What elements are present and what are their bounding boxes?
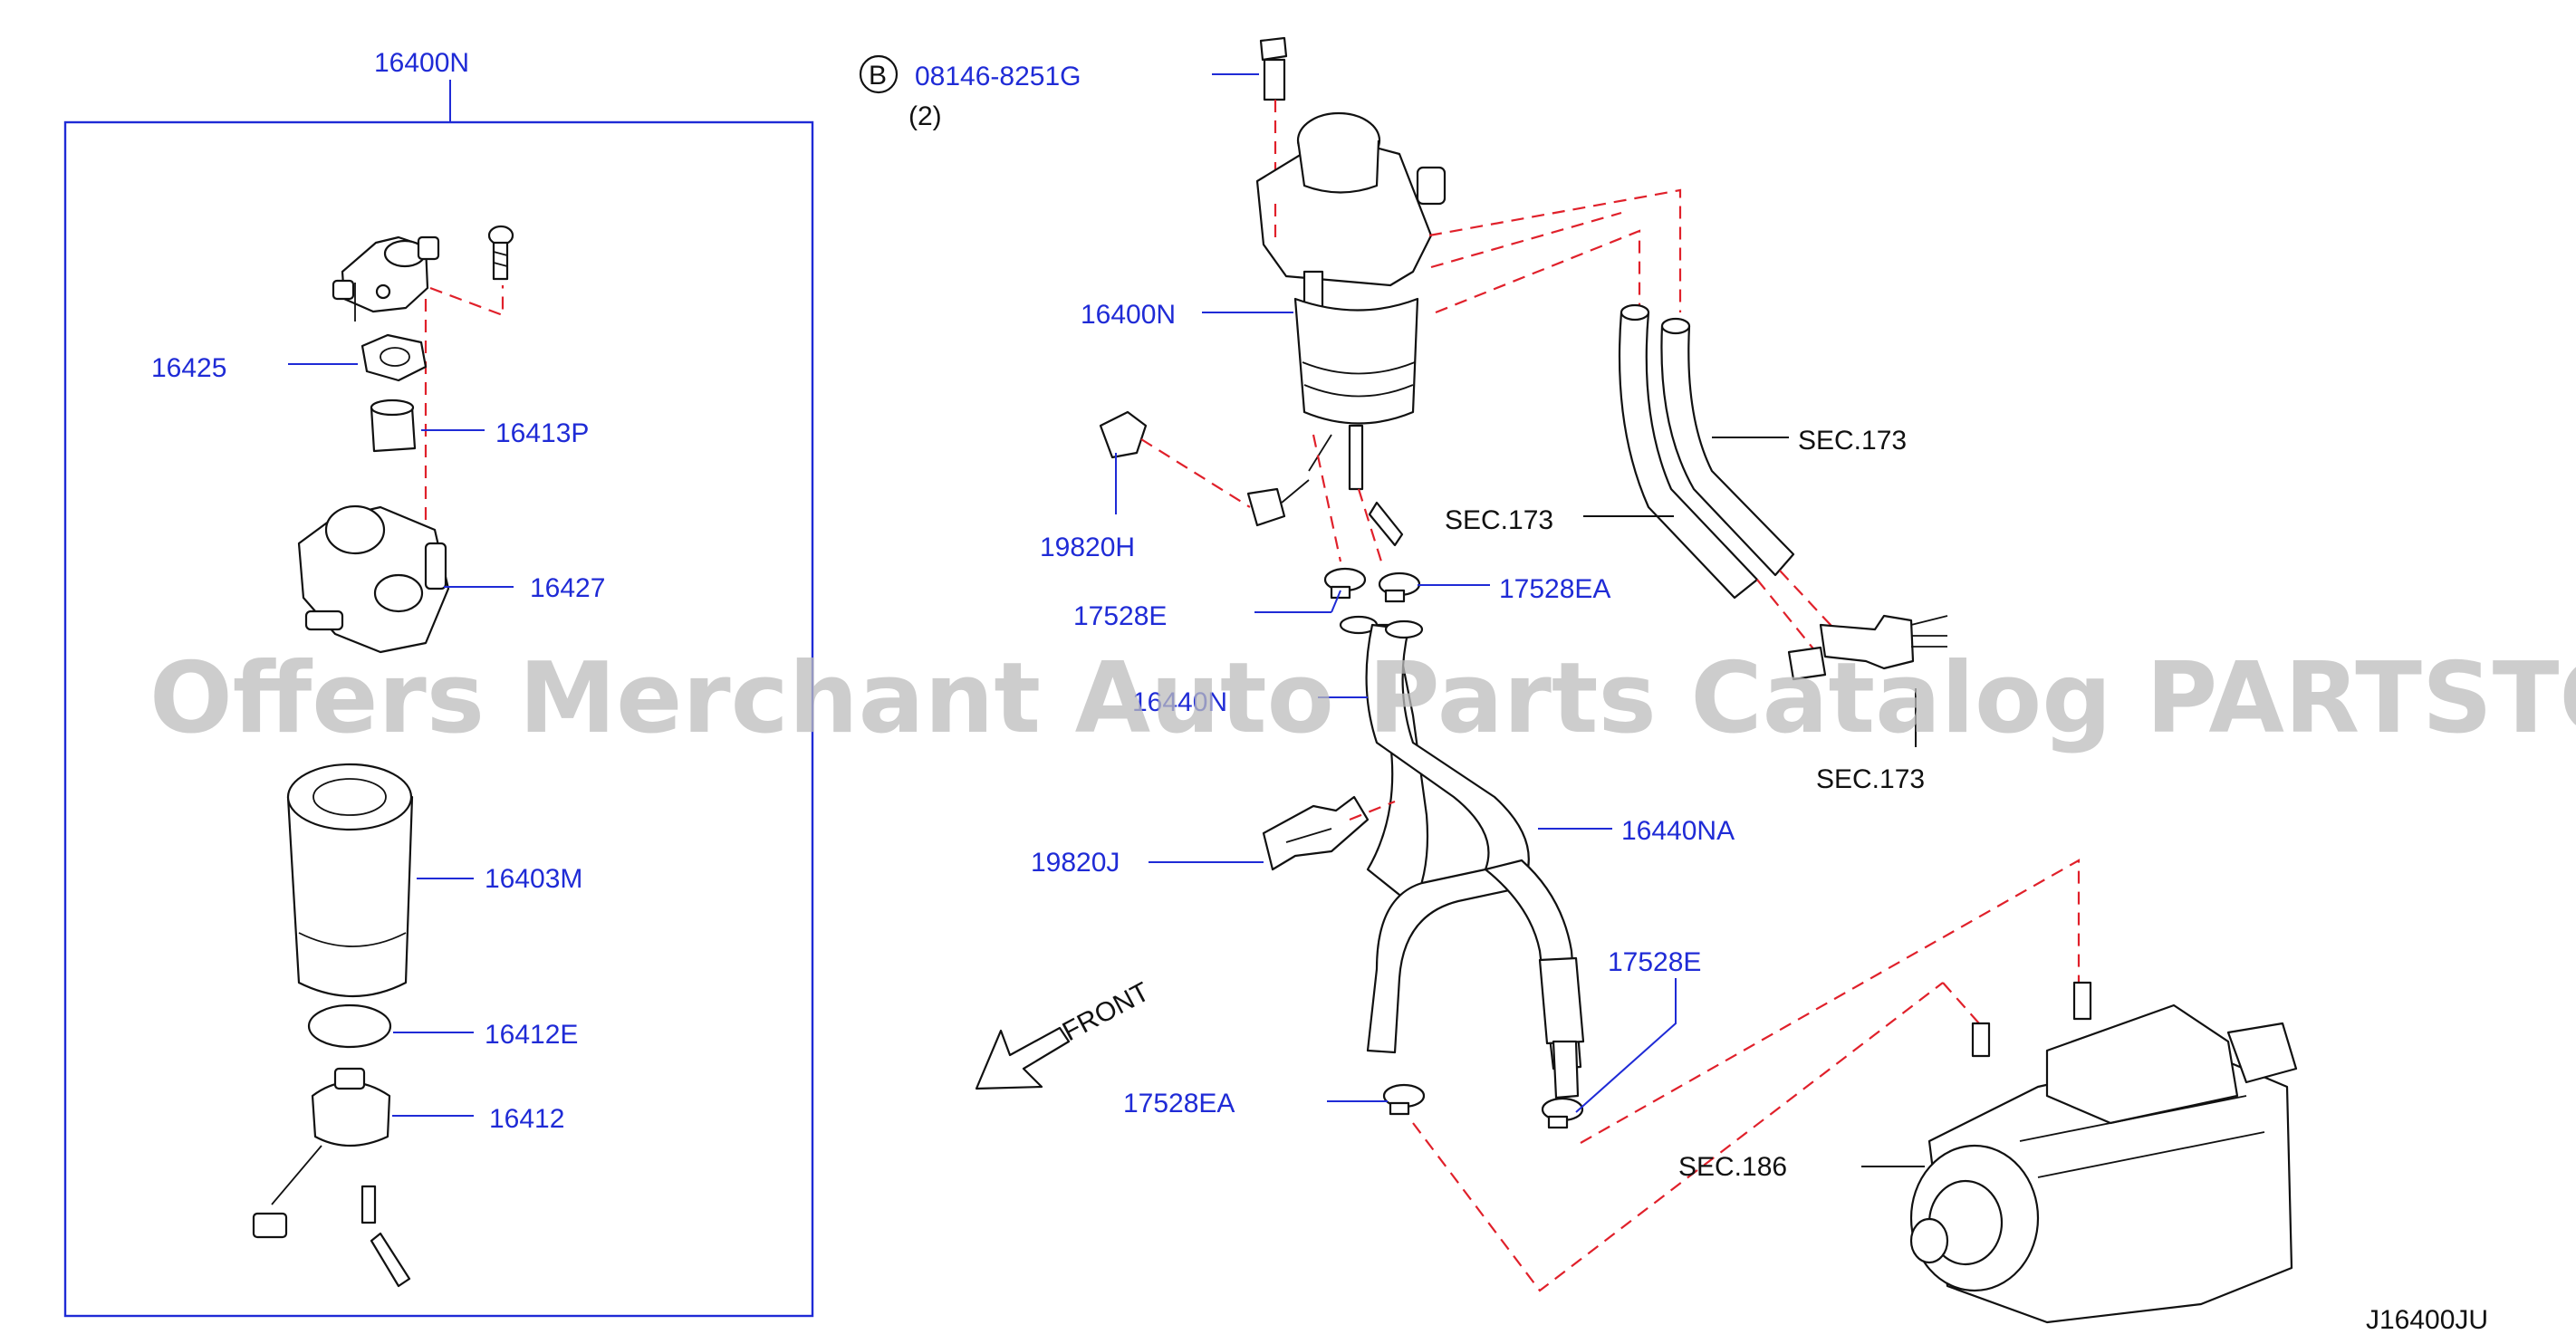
gasket[interactable] [360,333,428,382]
filter-cap[interactable] [370,398,417,453]
label-sec173-c[interactable]: SEC.173 [1816,764,1925,794]
o-ring[interactable] [307,1003,392,1049]
connector-bracket[interactable] [1099,410,1310,527]
screw[interactable] [487,225,514,281]
label-16400N[interactable]: 16400N [1081,300,1176,330]
bolt-callout-symbol: B [869,61,887,91]
bolt-qty: (2) [908,101,942,131]
clamp-17528EA-bottom[interactable] [1382,1083,1426,1116]
bolt-callout-circle [859,54,899,94]
priming-pump-cap[interactable] [332,235,440,322]
label-16440NA[interactable]: 16440NA [1621,816,1735,846]
hose-clip[interactable] [1262,795,1370,871]
clamp-17528E-top[interactable] [1323,567,1367,600]
bolt-callout: B 08146-8251G (2) [859,54,1081,131]
label-19820H[interactable]: 19820H [1040,533,1135,562]
clamp-17528E-bottom[interactable] [1541,1097,1584,1129]
label-16440N[interactable]: 16440N [1132,687,1227,717]
fuel-hose-16440NA[interactable] [1365,619,1585,1099]
label-16403M[interactable]: 16403M [485,864,582,894]
sec173-hoses [1618,303,1795,600]
sec173-fitting [1787,614,1948,681]
label-sec173-b[interactable]: SEC.173 [1445,505,1553,535]
fuel-filter-assembly[interactable] [1255,111,1447,491]
label-17528E-top[interactable]: 17528E [1073,601,1167,631]
clamp-17528EA-top[interactable] [1378,571,1421,603]
filter-head[interactable] [297,504,450,654]
label-sec186[interactable]: SEC.186 [1678,1152,1787,1182]
bolt[interactable] [1259,36,1288,101]
label-17528E-bottom[interactable]: 17528E [1608,947,1701,977]
label-16412E[interactable]: 16412E [485,1020,578,1050]
injection-pump [1909,981,2298,1324]
assembly-box: 16400N [63,48,814,1318]
label-19820J[interactable]: 19820J [1031,848,1120,878]
front-arrow: FRONT [975,977,1155,1090]
label-16425[interactable]: 16425 [151,353,226,383]
assembly-box-title[interactable]: 16400N [374,48,469,78]
label-17528EA-top[interactable]: 17528EA [1499,574,1610,604]
filter-element[interactable] [286,763,414,998]
label-16412[interactable]: 16412 [489,1104,564,1134]
label-16413P[interactable]: 16413P [495,418,589,448]
water-sensor[interactable] [252,1067,411,1288]
front-label: FRONT [1058,977,1155,1048]
diagram-code: J16400JU [2366,1305,2488,1335]
label-17528EA-bottom[interactable]: 17528EA [1123,1089,1235,1118]
fuel-hose-16440N[interactable] [1339,615,1429,907]
label-16427[interactable]: 16427 [530,573,605,603]
watermark: Offers Merchant Auto Parts Catalog PARTS… [149,642,2576,755]
label-sec173-a[interactable]: SEC.173 [1798,426,1907,456]
label-08146-8251G[interactable]: 08146-8251G [915,62,1081,91]
